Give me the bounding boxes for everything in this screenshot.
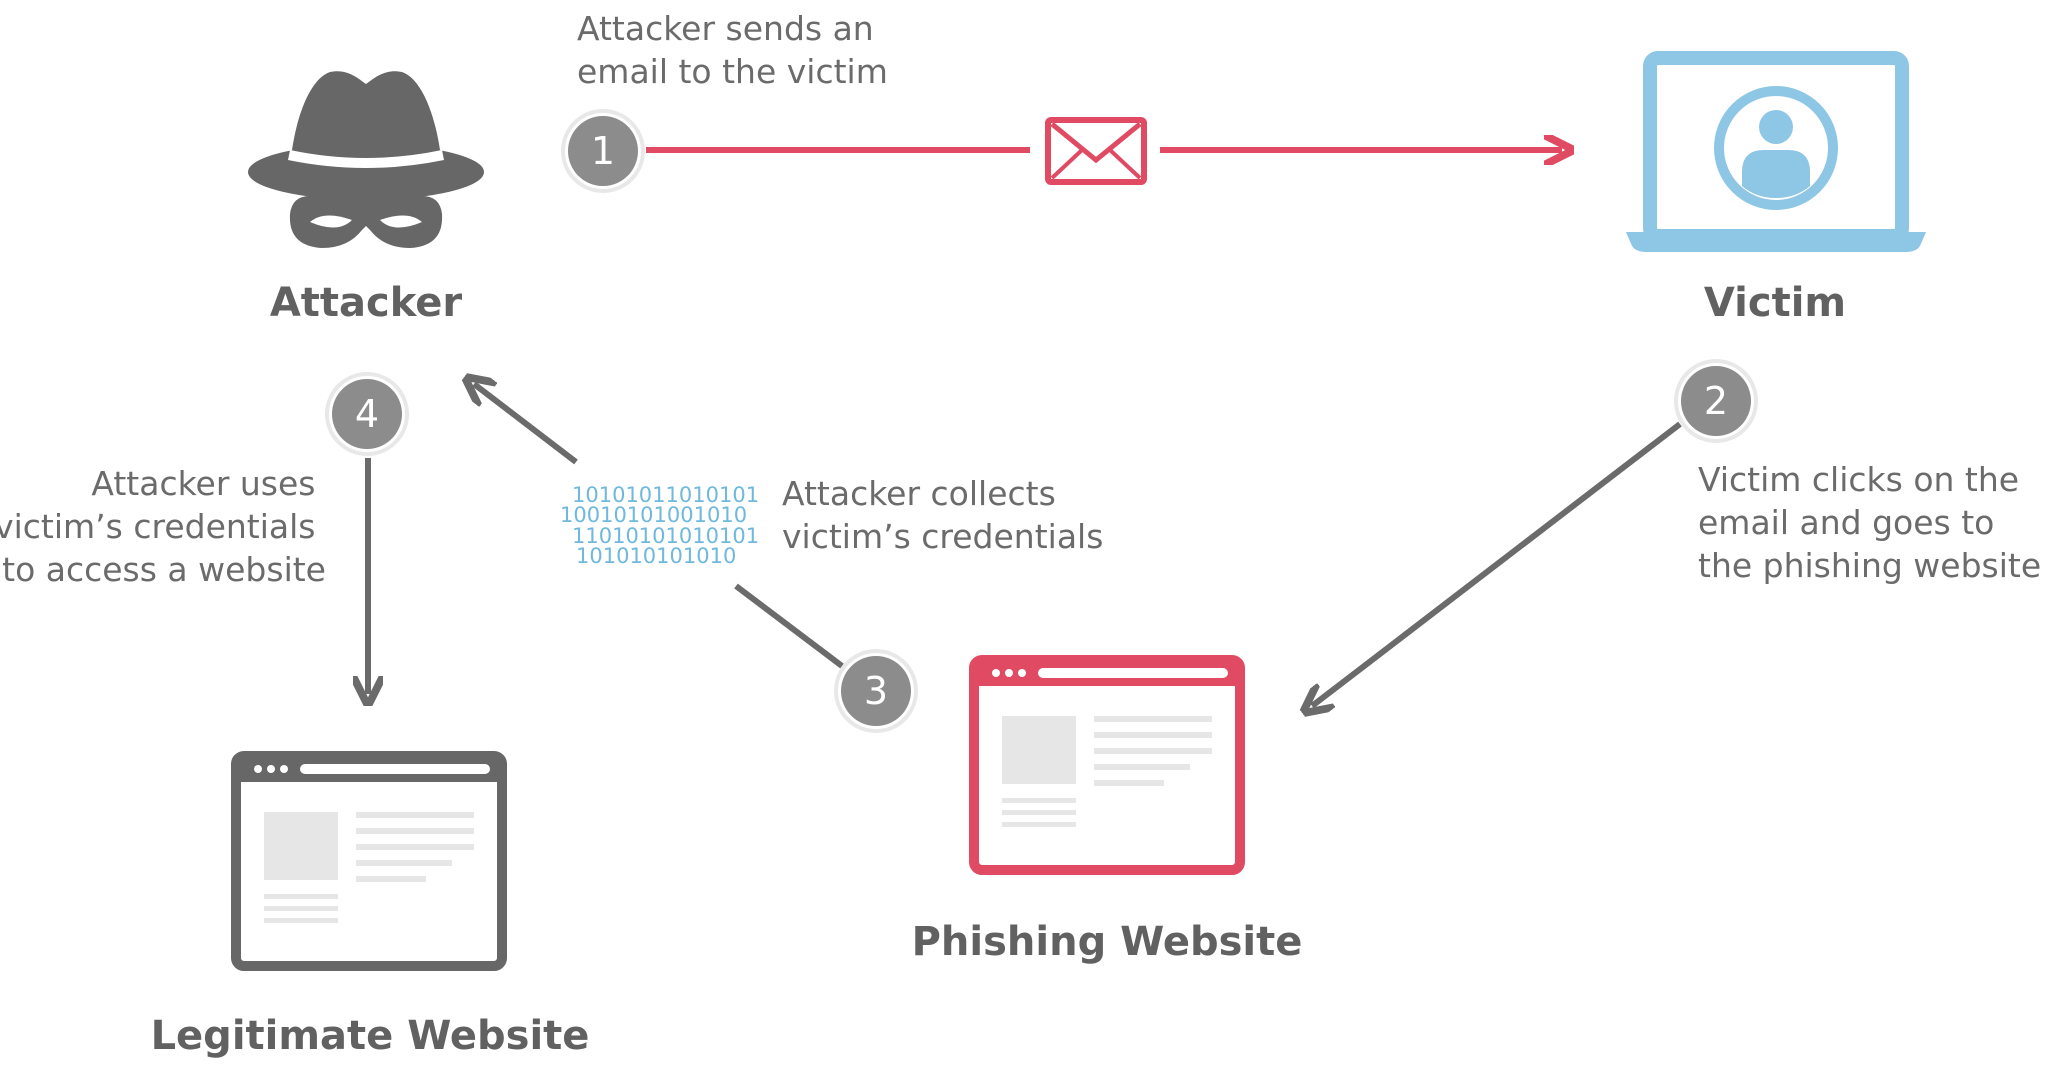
victim-label: Victim [1704, 280, 1846, 326]
step-1-number: 1 [591, 129, 615, 173]
envelope-icon [1045, 117, 1147, 185]
step-4-description: Attacker uses victim’s credentials to ac… [0, 464, 326, 589]
spy-hat-mask-icon [248, 71, 484, 248]
step-3-number: 3 [864, 669, 888, 713]
legit-site-label: Legitimate Website [151, 1013, 590, 1059]
step-1-description: Attacker sends an email to the victim [577, 9, 888, 91]
step-2-number: 2 [1704, 379, 1728, 423]
step-4-badge: 4 [325, 372, 409, 456]
step-1-badge: 1 [561, 109, 645, 193]
step-3-description: Attacker collects victim’s credentials [782, 474, 1103, 556]
step2-arrow [1312, 421, 1682, 706]
step3-arrow-segment-lower [734, 583, 844, 669]
step-2-badge: 2 [1674, 359, 1758, 443]
browser-window-icon [969, 655, 1245, 875]
step-3-badge: 3 [834, 649, 918, 733]
binary-data-icon: 10101011010101 10010101001010 1101010101… [560, 483, 759, 568]
step-2-description: Victim clicks on the email and goes to t… [1698, 460, 2041, 585]
step3-arrow-segment-upper [474, 384, 578, 465]
svg-text:11010101010101: 11010101010101 [572, 524, 759, 548]
attacker-label: Attacker [270, 280, 463, 326]
svg-text:10010101001010: 10010101001010 [560, 503, 747, 527]
step-4-number: 4 [355, 392, 379, 436]
phishing-site-label: Phishing Website [912, 919, 1303, 965]
svg-text:10101011010101: 10101011010101 [572, 483, 759, 507]
browser-window-icon [231, 751, 507, 971]
laptop-user-icon [1626, 51, 1926, 252]
svg-text:101010101010: 101010101010 [576, 544, 736, 568]
